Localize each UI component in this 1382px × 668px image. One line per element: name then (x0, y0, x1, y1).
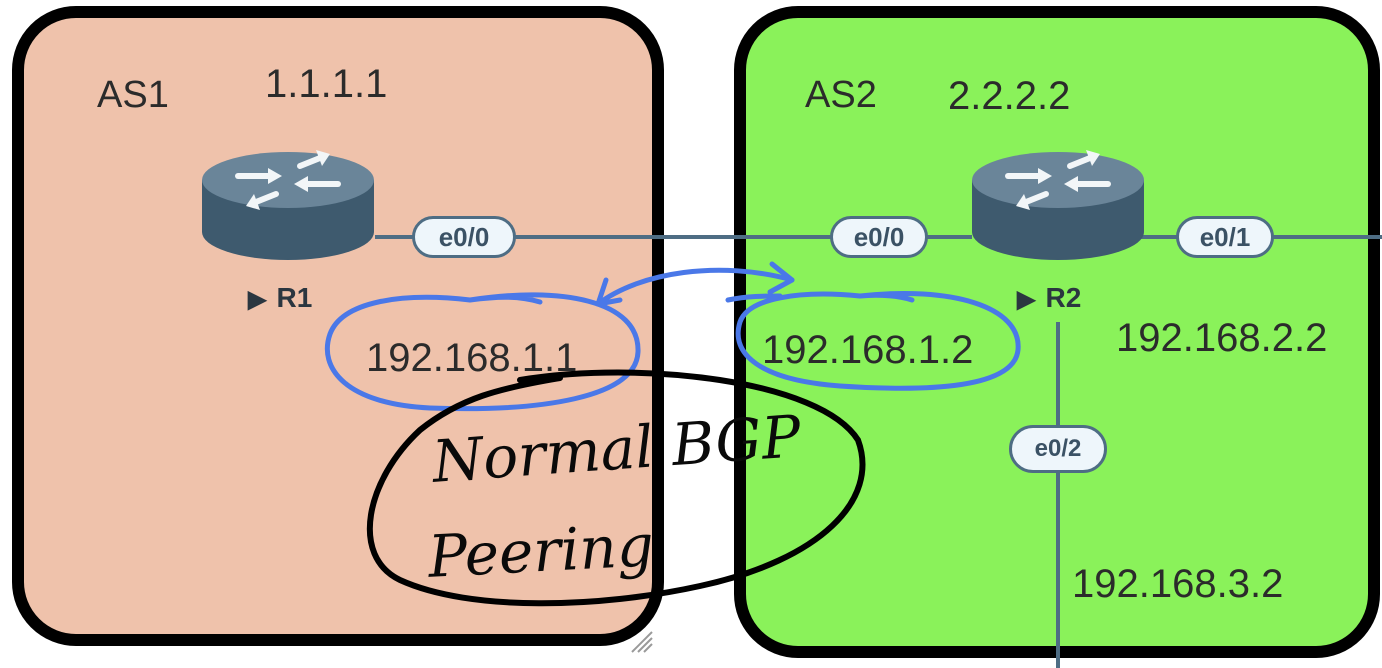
r1-name: R1 (276, 282, 313, 313)
play-icon: ▶ (248, 286, 267, 313)
as1-box (12, 6, 664, 646)
as1-router-id: 1.1.1.1 (265, 62, 388, 106)
r2-label[interactable]: ▶ R2 (1017, 284, 1081, 312)
annotation-ellipse (366, 369, 866, 607)
r2-ip-e00: 192.168.1.2 (762, 328, 974, 372)
r2-ip-e01: 192.168.2.2 (1116, 316, 1328, 360)
resize-grip-icon[interactable] (631, 631, 653, 653)
annotation-line-2: Peering (426, 511, 656, 591)
r1-ip-e00: 192.168.1.1 (366, 336, 578, 380)
ip-highlight-circles (324, 261, 1021, 412)
r2-interface-e01[interactable]: e0/1 (1176, 216, 1274, 258)
router-r2-icon[interactable] (972, 150, 1144, 260)
as2-label: AS2 (805, 74, 877, 116)
r2-ip-e02: 192.168.3.2 (1072, 562, 1284, 606)
as1-label: AS1 (97, 74, 169, 116)
r2-interface-e00[interactable]: e0/0 (830, 216, 928, 258)
r1-label[interactable]: ▶ R1 (248, 284, 312, 312)
r2-interface-e02[interactable]: e0/2 (1009, 425, 1107, 473)
play-icon: ▶ (1017, 286, 1036, 313)
as2-router-id: 2.2.2.2 (948, 74, 1071, 118)
r2-name: R2 (1045, 282, 1082, 313)
router-r1-icon[interactable] (202, 150, 374, 260)
r1-interface-e00[interactable]: e0/0 (412, 216, 516, 258)
